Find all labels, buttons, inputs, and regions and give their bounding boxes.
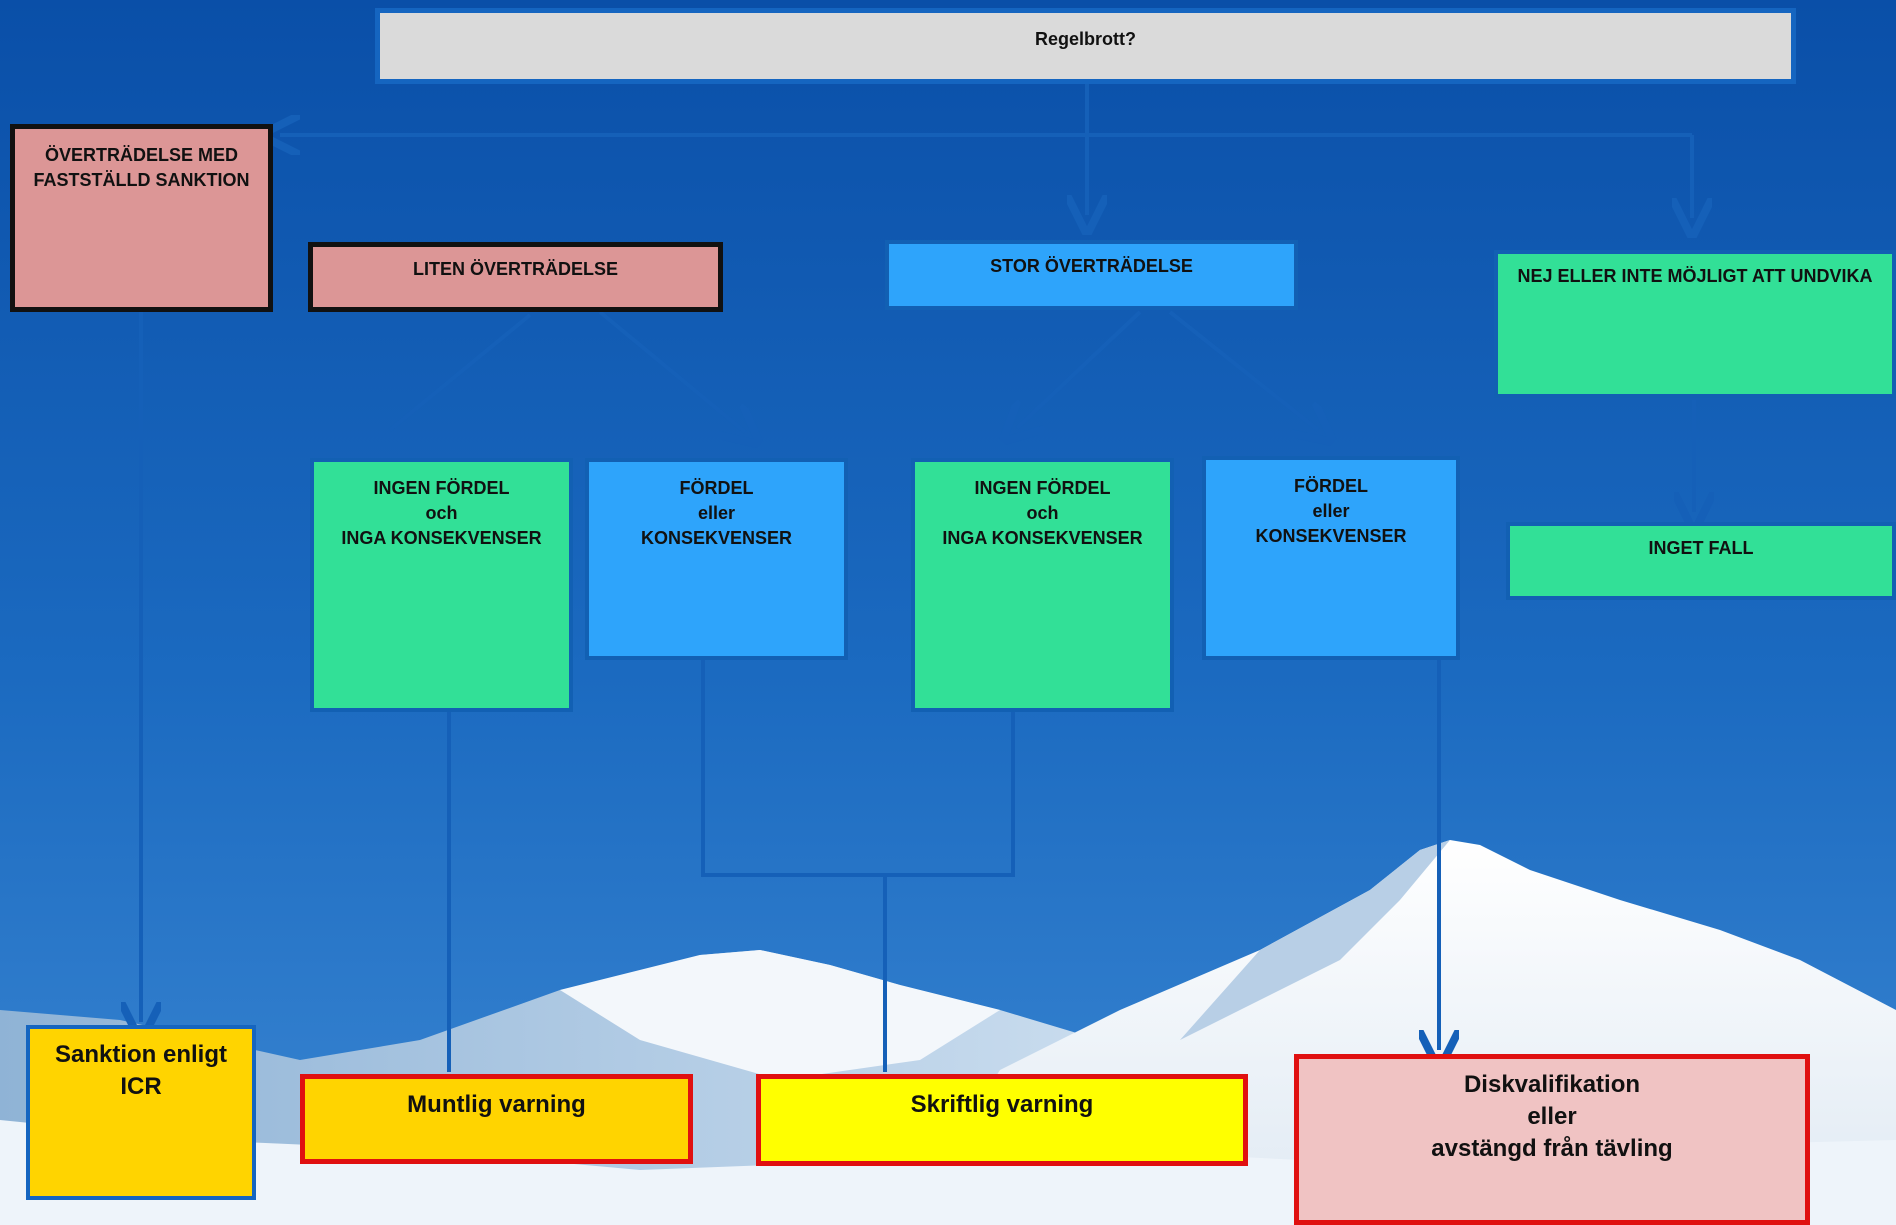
- box-label-line: ÖVERTRÄDELSE MED: [44, 145, 239, 165]
- box-label: NEJ ELLER INTE MÖJLIGT ATT UNDVIKA: [1517, 266, 1873, 286]
- box-label-line: eller: [1312, 501, 1350, 521]
- fordel-box-2: FÖRDEL eller KONSEKVENSER: [1202, 456, 1460, 660]
- box-label-line: eller: [697, 503, 736, 523]
- regelbrott-title-box: Regelbrott?: [375, 8, 1796, 84]
- box-label-line: FASTSTÄLLD SANKTION: [33, 170, 250, 190]
- box-label-line: KONSEKVENSER: [1255, 526, 1407, 546]
- ingen-fordel-box-1: INGEN FÖRDEL och INGA KONSEKVENSER: [310, 458, 573, 712]
- box-label-line: FÖRDEL: [1294, 476, 1368, 496]
- box-label-line: INGA KONSEKVENSER: [341, 528, 542, 548]
- box-label-line: INGEN FÖRDEL: [974, 478, 1111, 498]
- nej-eller-inte-box: NEJ ELLER INTE MÖJLIGT ATT UNDVIKA: [1494, 250, 1896, 398]
- box-label-line: KONSEKVENSER: [640, 528, 793, 548]
- box-label-line: och: [425, 503, 458, 523]
- box-label: Skriftlig varning: [910, 1091, 1094, 1118]
- overtradelse-med-sanktion-box: ÖVERTRÄDELSE MED FASTSTÄLLD SANKTION: [10, 124, 273, 312]
- box-label-line: Sanktion enligt: [54, 1041, 227, 1068]
- diskvalifikation-box: Diskvalifikation eller avstängd från täv…: [1294, 1054, 1810, 1225]
- box-label: INGET FALL: [1648, 538, 1754, 558]
- box-label-line: avstängd från tävling: [1431, 1135, 1673, 1162]
- box-label-line: ICR: [120, 1073, 162, 1100]
- liten-overtradelse-box: LITEN ÖVERTRÄDELSE: [308, 242, 723, 312]
- fordel-box-1: FÖRDEL eller KONSEKVENSER: [585, 458, 848, 660]
- box-label-line: FÖRDEL: [679, 478, 754, 498]
- regelbrott-title: Regelbrott?: [1035, 29, 1136, 49]
- stor-overtradelse-box: STOR ÖVERTRÄDELSE: [885, 240, 1298, 310]
- ingen-fordel-box-2: INGEN FÖRDEL och INGA KONSEKVENSER: [911, 458, 1174, 712]
- box-label-line: Diskvalifikation: [1463, 1071, 1641, 1098]
- box-label: LITEN ÖVERTRÄDELSE: [412, 259, 618, 279]
- box-label-line: och: [1026, 503, 1059, 523]
- inget-fall-box: INGET FALL: [1506, 522, 1896, 600]
- box-label-line: INGEN FÖRDEL: [373, 478, 510, 498]
- box-label: STOR ÖVERTRÄDELSE: [990, 256, 1193, 276]
- sanktion-icr-box: Sanktion enligt ICR: [26, 1025, 256, 1200]
- box-label-line: eller: [1527, 1103, 1577, 1130]
- box-label: Muntlig varning: [407, 1091, 586, 1118]
- box-label-line: INGA KONSEKVENSER: [942, 528, 1143, 548]
- skriftlig-varning-box: Skriftlig varning: [756, 1074, 1248, 1166]
- muntlig-varning-box: Muntlig varning: [300, 1074, 693, 1164]
